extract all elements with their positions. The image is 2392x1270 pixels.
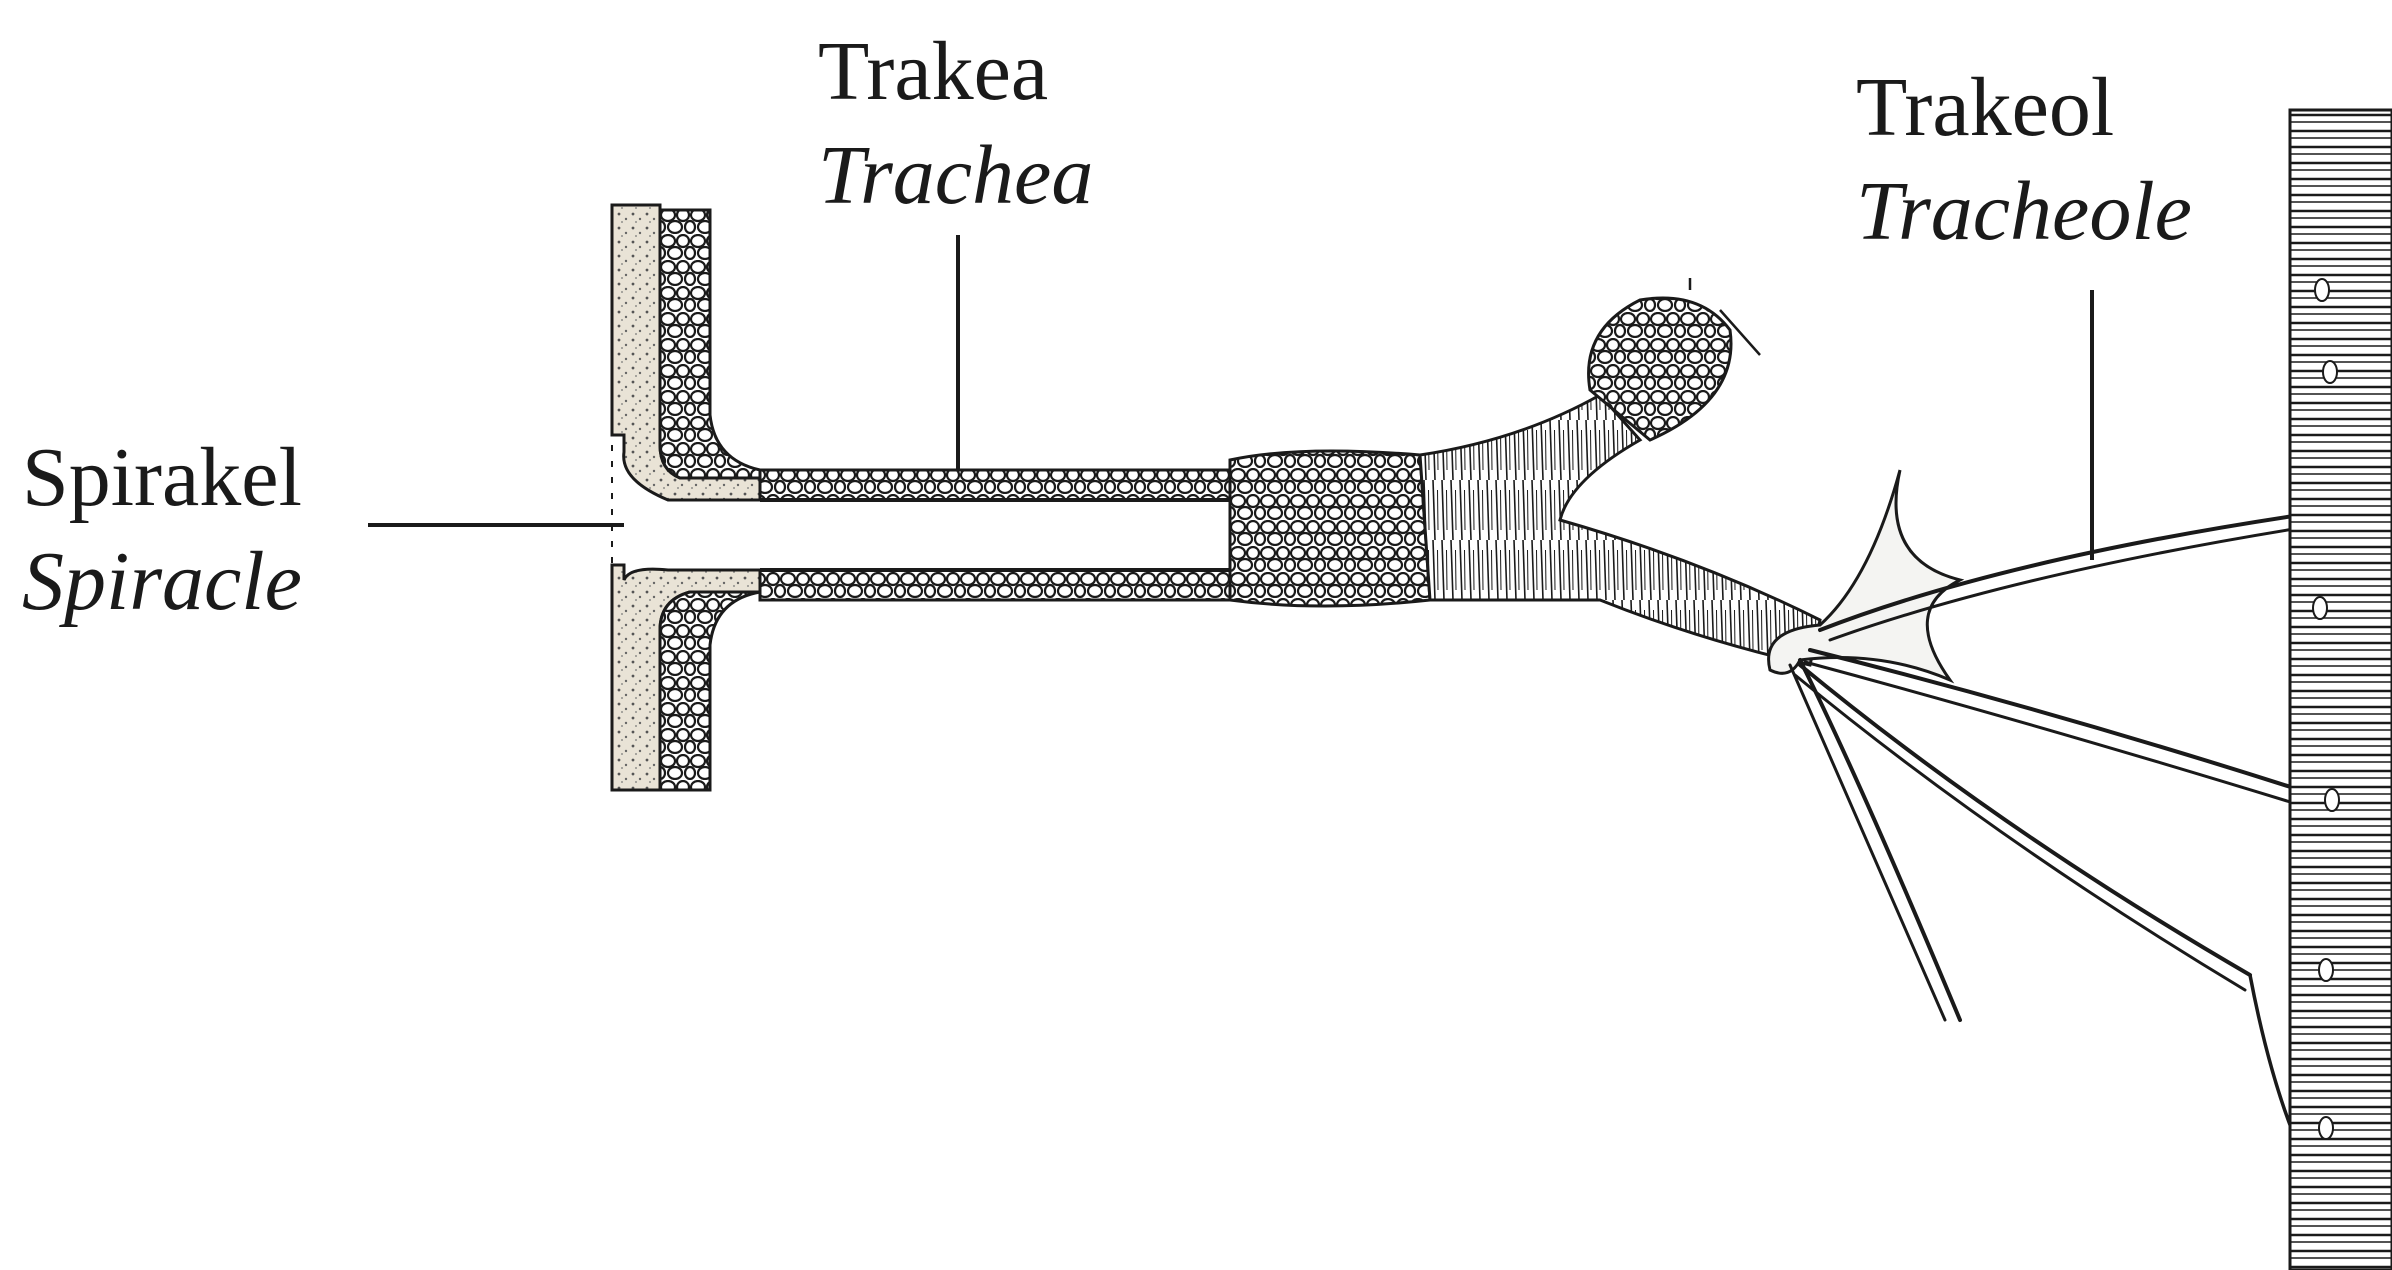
trachea-tube xyxy=(760,451,1430,606)
tracheole-label-id: Trakeol xyxy=(1856,66,2192,150)
trachea-label-id: Trakea xyxy=(818,30,1093,114)
spiracle-label: Spirakel Spiracle xyxy=(22,436,302,624)
tracheole-label-en: Tracheole xyxy=(1856,170,2192,254)
trachea-label: Trakea Trachea xyxy=(818,30,1093,218)
tracheole-label: Trakeol Tracheole xyxy=(1856,66,2192,254)
spiracle-label-en: Spiracle xyxy=(22,540,302,624)
spiracle-label-id: Spirakel xyxy=(22,436,302,520)
muscle-fiber xyxy=(2290,110,2392,1270)
trachea-label-en: Trachea xyxy=(818,134,1093,218)
tracheal-end-cell xyxy=(1769,470,1960,680)
tracheal-branches xyxy=(1420,278,1820,665)
tracheoles xyxy=(1790,440,2330,1150)
